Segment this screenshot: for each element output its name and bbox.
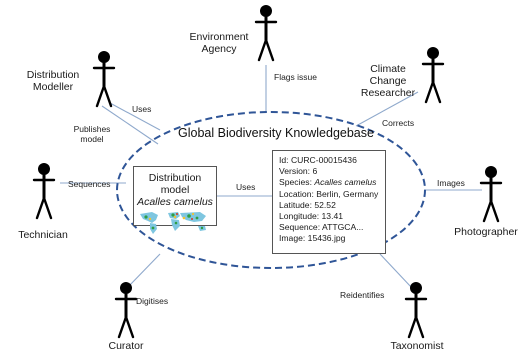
record-latitude: Latitude: 52.52: [279, 199, 336, 210]
actor-label-curator: Curator: [108, 340, 144, 352]
edge-label-publishes-model: Publishes model: [73, 124, 111, 144]
edge-label-corrects: Corrects: [382, 118, 415, 128]
record-id: Id: CURC-00015436: [279, 155, 357, 165]
stick-figure-climate-researcher: [421, 47, 445, 104]
record-species: Species: Acalles camelus: [279, 177, 377, 188]
distribution-model-title: Distribution model: [148, 172, 202, 196]
distribution-model-species: Acalles camelus: [137, 196, 213, 208]
record-image: Image: 15436.jpg: [279, 233, 346, 244]
connector-modeller-uses: [109, 102, 161, 131]
record-sequence: Sequence: ATTGCA...: [279, 222, 364, 233]
actor-label-climate-researcher: Climate Change Researcher: [360, 63, 416, 99]
edge-label-flags-issue: Flags issue: [274, 72, 317, 82]
edge-label-sequences: Sequences: [68, 179, 111, 189]
actor-label-environment-agency: Environment Agency: [189, 31, 249, 55]
connector-curator: [127, 253, 161, 288]
stick-figure-curator: [114, 282, 138, 339]
actor-label-photographer: Photographer: [454, 226, 518, 238]
actor-label-technician: Technician: [18, 229, 68, 241]
edge-label-uses-modeller: Uses: [132, 104, 152, 114]
connector-climate-researcher: [355, 91, 419, 127]
connectors: [60, 65, 482, 289]
connector-taxonomist: [379, 253, 413, 289]
specimen-record-box: Id: CURC-00015436 Version: 6 Species: Ac…: [272, 150, 386, 254]
edge-label-digitises: Digitises: [136, 296, 169, 306]
edge-label-images: Images: [437, 178, 465, 188]
world-map-icon: [140, 212, 206, 234]
record-longitude: Longitude: 13.41: [279, 211, 344, 222]
stick-figure-distribution-modeller: [92, 51, 116, 108]
connector-modeller-publishes: [101, 105, 159, 145]
record-location: Location: Berlin, Germany: [279, 188, 379, 199]
knowledgebase-ellipse: [116, 111, 426, 269]
record-version: Version: 6: [279, 166, 318, 177]
actor-label-taxonomist: Taxonomist: [390, 340, 444, 352]
distribution-model-box: Distribution model Acalles camelus: [133, 166, 217, 234]
stick-figure-technician: [32, 163, 56, 220]
diagram-title: Global Biodiversity Knowledgebase: [178, 126, 374, 140]
actor-label-distribution-modeller: Distribution Modeller: [26, 69, 80, 93]
edge-label-reidentifies: Reidentifies: [340, 290, 385, 300]
edge-label-uses-internal: Uses: [236, 182, 256, 192]
stick-figure-photographer: [479, 166, 503, 223]
actor-figures: [32, 5, 503, 339]
stick-figure-taxonomist: [404, 282, 428, 339]
stick-figure-environment-agency: [254, 5, 278, 62]
